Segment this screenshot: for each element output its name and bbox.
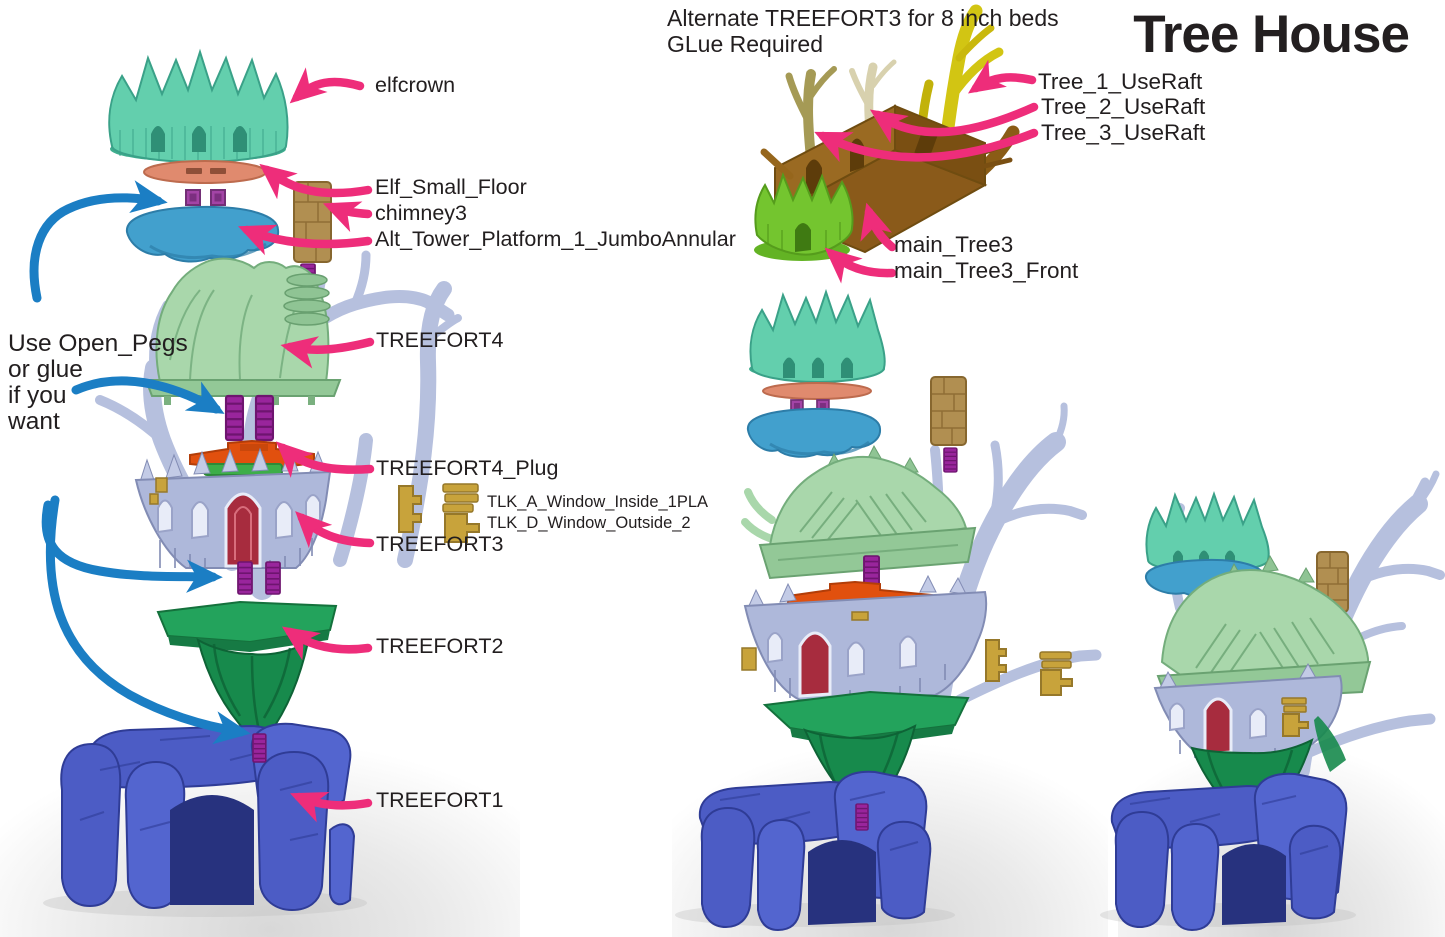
- gold-detail-model: [741, 647, 757, 671]
- label-treefort3: TREEFORT3: [376, 532, 504, 556]
- arrow-treefort1: [290, 791, 373, 823]
- note-use-open-pegs-line3: if you: [8, 382, 67, 409]
- open-peg-model: [943, 447, 958, 473]
- open-peg-model: [265, 561, 281, 595]
- page-title: Tree House: [1133, 5, 1410, 64]
- green-bar-model: [203, 463, 283, 476]
- treefort2-middle-model: [762, 690, 970, 815]
- open-peg-model: [237, 561, 253, 595]
- arrow-pegs-top: [29, 180, 168, 303]
- arrow-alt-tower-platform: [238, 224, 373, 256]
- arrow-treefort3: [295, 511, 375, 549]
- label-tlk-a-window-inside: TLK_A_Window_Inside_1PLA: [487, 493, 709, 511]
- tlk-d-window-middle-model: [1039, 651, 1073, 696]
- label-treefort4-plug: TREEFORT4_Plug: [376, 456, 559, 480]
- arrow-treefort4: [280, 336, 375, 369]
- label-treefort1: TREEFORT1: [376, 788, 504, 812]
- arrow-pegs-bottom: [45, 495, 251, 745]
- treefort1-right-model: [1100, 772, 1356, 932]
- arrow-chimney3: [322, 201, 373, 232]
- alt-heading-line1: Alternate TREEFORT3 for 8 inch beds: [667, 5, 1059, 31]
- arrow-main-tree3-front: [824, 247, 897, 284]
- label-treefort2: TREEFORT2: [376, 634, 504, 658]
- arrow-tree1: [967, 59, 1037, 94]
- semi-exploded-view-middle: [675, 288, 1102, 932]
- note-use-open-pegs-line4: want: [8, 408, 60, 435]
- arrow-tree2: [869, 102, 1039, 144]
- label-main-tree3: main_Tree3: [894, 232, 1014, 257]
- open-peg-model: [252, 733, 267, 763]
- label-treefort4: TREEFORT4: [376, 328, 504, 352]
- label-tree2-useraft: Tree_2_UseRaft: [1041, 94, 1206, 119]
- label-elfcrown: elfcrown: [375, 73, 456, 97]
- elfcrown-middle-model: [749, 288, 886, 384]
- open-peg-model: [210, 189, 226, 206]
- tlk-d-window-outside-model: [442, 483, 480, 543]
- arrow-elfcrown: [289, 67, 365, 104]
- open-peg-model: [224, 394, 245, 442]
- elf-small-floor-model: [143, 160, 267, 184]
- treefort1-model: [43, 722, 367, 917]
- label-alt-tower-platform: Alt_Tower_Platform_1_JumboAnnular: [375, 227, 736, 251]
- blue-annotation-arrows: [29, 180, 251, 745]
- arrow-pegs-mid: [71, 376, 225, 414]
- open-peg-model: [855, 803, 869, 831]
- alt-tower-platform-middle-model: [746, 407, 881, 458]
- treefort3-middle-model: [743, 574, 988, 702]
- open-peg-model: [185, 189, 201, 206]
- note-use-open-pegs-line1: Use Open_Pegs: [8, 330, 188, 357]
- alt-heading-line2: GLue Required: [667, 31, 823, 57]
- elfcrown-model: [108, 48, 289, 164]
- pink-annotation-arrows: [238, 59, 1039, 823]
- treefort3-right-model: [1153, 662, 1343, 760]
- arrow-treefort2: [281, 626, 373, 661]
- assembled-view-right: [1100, 470, 1445, 932]
- label-elf-small-floor: Elf_Small_Floor: [375, 175, 527, 199]
- tlk-a-window-middle-model: [985, 639, 1007, 682]
- tlk-a-window-inside-model: [398, 485, 422, 533]
- elf-small-floor-middle-model: [762, 382, 872, 400]
- treefort1-middle-model: [675, 770, 955, 932]
- label-chimney3: chimney3: [375, 201, 468, 225]
- treefort4-middle-model: [741, 444, 977, 580]
- label-tlk-d-window-outside: TLK_D_Window_Outside_2: [487, 514, 691, 532]
- chimney3-middle-model: [930, 376, 967, 446]
- open-peg-model: [254, 394, 275, 442]
- label-tree1-useraft: Tree_1_UseRaft: [1038, 69, 1203, 94]
- main-tree3-front-model: [754, 172, 854, 261]
- arrow-main-tree3: [860, 202, 897, 252]
- note-use-open-pegs-line2: or glue: [8, 356, 83, 383]
- arrow-treefort4-plug: [275, 441, 375, 478]
- arrow-elf-small-floor: [259, 163, 373, 200]
- arrow-tree3: [814, 128, 1039, 163]
- label-main-tree3-front: main_Tree3_Front: [894, 258, 1079, 283]
- label-tree3-useraft: Tree_3_UseRaft: [1041, 120, 1206, 145]
